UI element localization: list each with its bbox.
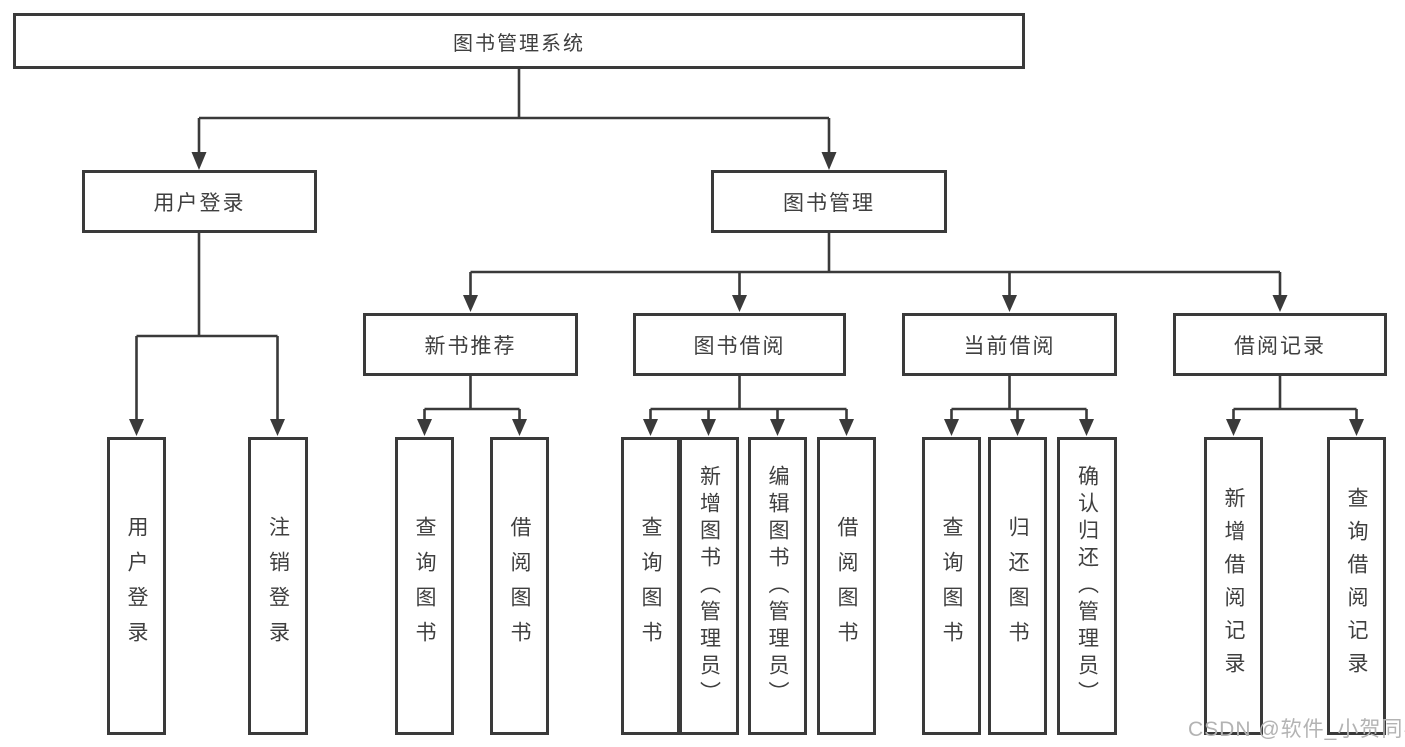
leaf-query-books-3: 查询图书 [922,437,981,735]
leaf-add-book-admin: 新增图书（管理员） [679,437,739,735]
leaf-user-login: 用户登录 [107,437,166,735]
leaf-query-books-2: 查询图书 [621,437,680,735]
leaf-return-books: 归还图书 [988,437,1047,735]
leaf-edit-book-admin: 编辑图书（管理员） [748,437,807,735]
node-book-borrow: 图书借阅 [633,313,846,376]
node-library-system: 图书管理系统 [13,13,1025,69]
leaf-borrow-books-2: 借阅图书 [817,437,876,735]
node-borrow-records: 借阅记录 [1173,313,1387,376]
leaf-add-borrow-record: 新增借阅记录 [1204,437,1263,735]
node-current-borrow: 当前借阅 [902,313,1117,376]
watermark: CSDN @软件_小贺同学 [1188,718,1405,741]
leaf-logout: 注销登录 [248,437,308,735]
leaf-query-books-1: 查询图书 [395,437,454,735]
node-new-book-recommend: 新书推荐 [363,313,578,376]
node-user-login: 用户登录 [82,170,317,233]
arrowheads [129,152,1364,436]
leaf-query-borrow-record: 查询借阅记录 [1327,437,1386,735]
node-book-management: 图书管理 [711,170,947,233]
leaf-borrow-books-1: 借阅图书 [490,437,549,735]
leaf-confirm-return-admin: 确认归还（管理员） [1057,437,1117,735]
